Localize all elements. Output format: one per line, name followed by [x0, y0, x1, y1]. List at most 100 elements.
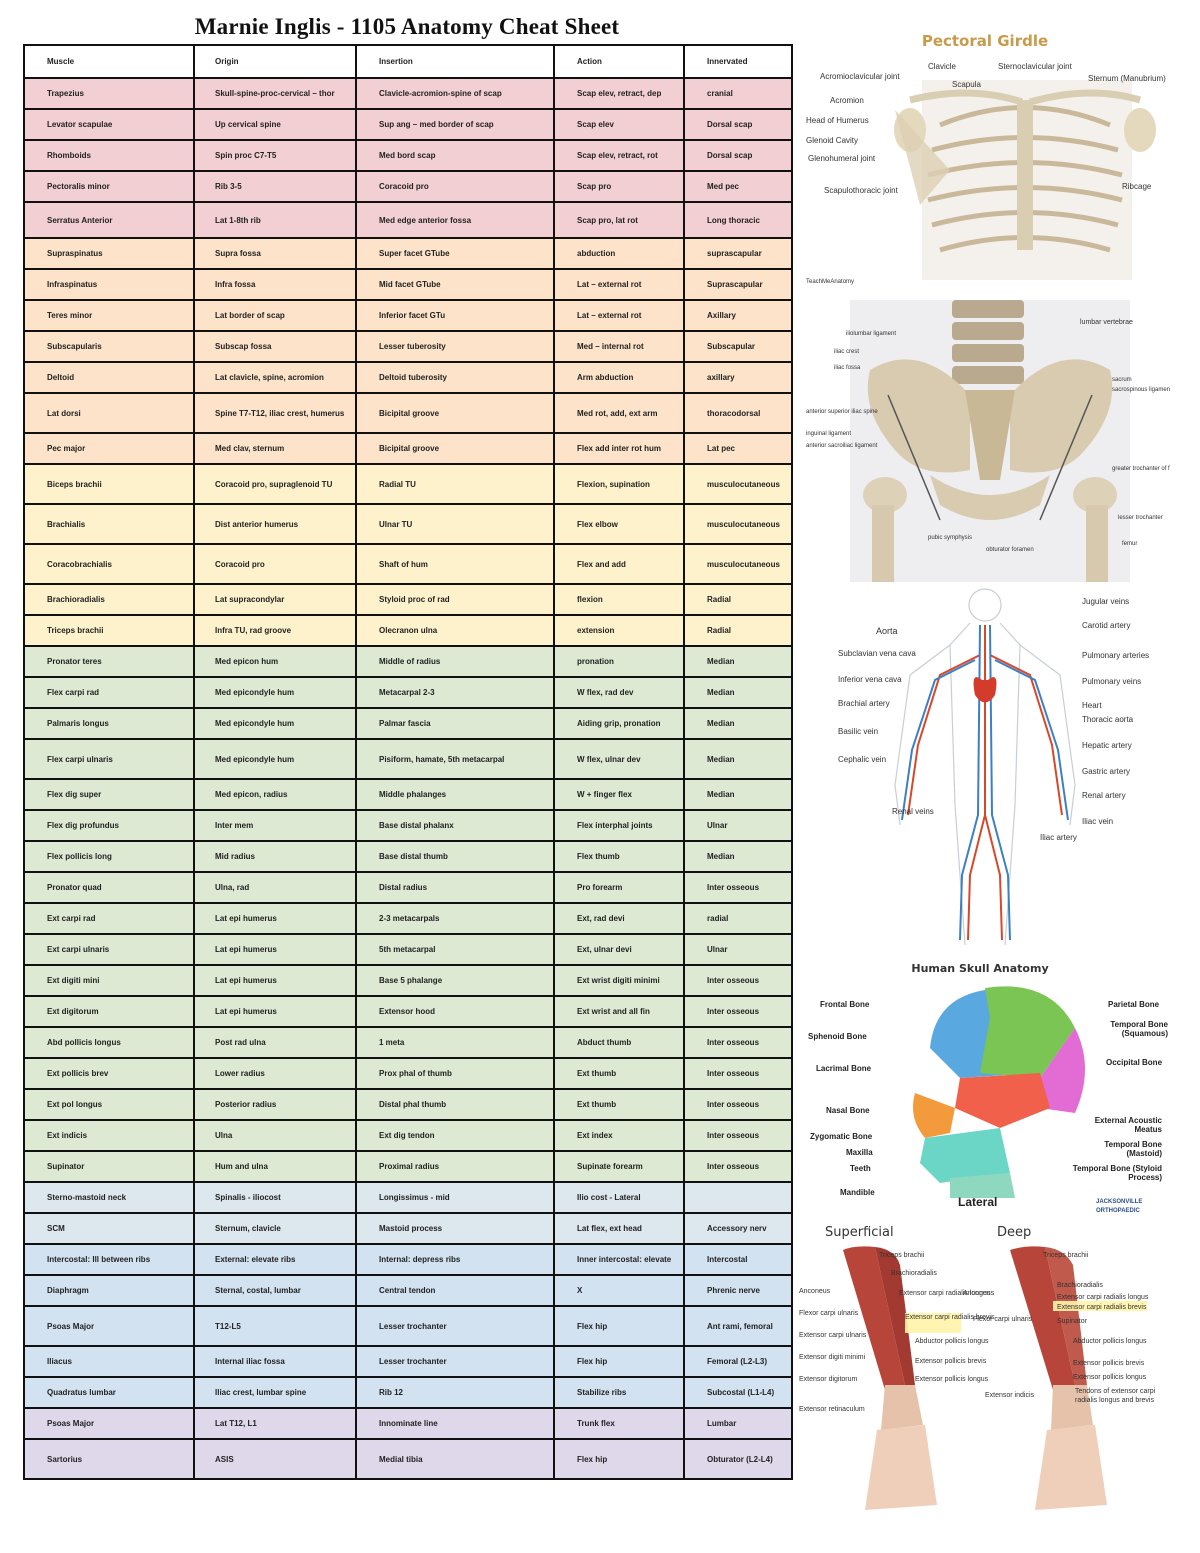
- pectoral-label: Clavicle: [928, 62, 957, 71]
- skull-label: Occipital Bone: [1106, 1058, 1163, 1067]
- cell-muscle: Diaphragm: [23, 1274, 195, 1307]
- cell-insertion: Middle of radius: [355, 645, 555, 678]
- cell-action: Flex thumb: [553, 840, 685, 873]
- cell-insertion: Base distal phalanx: [355, 809, 555, 842]
- cell-insertion: Metacarpal 2-3: [355, 676, 555, 709]
- cell-insertion: Pisiform, hamate, 5th metacarpal: [355, 738, 555, 780]
- pectoral-girdle-figure: Pectoral Girdle Acromioclavicular joint …: [800, 30, 1170, 292]
- cell-action: abduction: [553, 237, 685, 270]
- cell-muscle: Psoas Major: [23, 1407, 195, 1440]
- cell-innervated: Dorsal scap: [683, 139, 793, 172]
- cell-insertion: Palmar fascia: [355, 707, 555, 740]
- cell-insertion: 2-3 metacarpals: [355, 902, 555, 935]
- cell-origin: Inter mem: [193, 809, 357, 842]
- cell-innervated: musculocutaneous: [683, 463, 793, 505]
- cell-innervated: Obturator (L2-L4): [683, 1438, 793, 1480]
- skull-title: Human Skull Anatomy: [911, 962, 1049, 975]
- cell-action: Flex hip: [553, 1345, 685, 1378]
- cell-action: Flex add inter rot hum: [553, 432, 685, 465]
- circ-label: Cephalic vein: [838, 755, 887, 764]
- cell-muscle: Quadratus lumbar: [23, 1376, 195, 1409]
- pectoral-label: Head of Humerus: [806, 116, 869, 125]
- cell-insertion: Clavicle-acromion-spine of scap: [355, 77, 555, 110]
- cell-origin: External: elevate ribs: [193, 1243, 357, 1276]
- cell-insertion: Innominate line: [355, 1407, 555, 1440]
- cell-innervated: Accessory nerv: [683, 1212, 793, 1245]
- circ-label: Thoracic aorta: [1082, 715, 1134, 724]
- cell-muscle: Infraspinatus: [23, 268, 195, 301]
- cell-muscle: Subscapularis: [23, 330, 195, 363]
- pelvis-illustration: [850, 300, 1130, 582]
- cell-insertion: Mastoid process: [355, 1212, 555, 1245]
- cell-insertion: Ext dig tendon: [355, 1119, 555, 1152]
- cell-innervated: Median: [683, 738, 793, 780]
- circ-label: Heart: [1082, 701, 1102, 710]
- cell-action: Ilio cost - Lateral: [553, 1181, 685, 1214]
- cell-origin: Lat epi humerus: [193, 933, 357, 966]
- cell-origin: Hum and ulna: [193, 1150, 357, 1183]
- cell-muscle: Flex carpi ulnaris: [23, 738, 195, 780]
- pelvis-label: iliac crest: [834, 349, 860, 355]
- cell-muscle: SCM: [23, 1212, 195, 1245]
- cell-insertion: Lesser trochanter: [355, 1305, 555, 1347]
- header-muscle: Muscle: [23, 44, 195, 79]
- cell-origin: Spine T7-T12, iliac crest, humerus: [193, 392, 357, 434]
- cell-origin: Lat T12, L1: [193, 1407, 357, 1440]
- forearm-deep-title: Deep: [997, 1225, 1032, 1240]
- forearm-label-deep: Flexor carpi ulnaris: [973, 1316, 1033, 1323]
- cell-origin: Ulna, rad: [193, 871, 357, 904]
- cell-origin: Ulna: [193, 1119, 357, 1152]
- circ-label: Subclavian vena cava: [838, 649, 916, 658]
- cell-origin: Med epicondyle hum: [193, 707, 357, 740]
- cell-action: X: [553, 1274, 685, 1307]
- cell-insertion: Longissimus - mid: [355, 1181, 555, 1214]
- forearm-label-superficial: Extensor retinaculum: [799, 1406, 865, 1413]
- cell-insertion: Med edge anterior fossa: [355, 201, 555, 239]
- circ-label: Pulmonary arteries: [1082, 651, 1150, 660]
- cell-muscle: Trapezius: [23, 77, 195, 110]
- cell-action: W flex, rad dev: [553, 676, 685, 709]
- cell-insertion: Ulnar TU: [355, 503, 555, 545]
- skull-brand: JACKSONVILLE ORTHOPAEDIC: [1096, 1199, 1143, 1214]
- cell-action: Flex hip: [553, 1438, 685, 1480]
- pectoral-girdle-title: Pectoral Girdle: [921, 32, 1049, 50]
- cell-origin: Subscap fossa: [193, 330, 357, 363]
- pectoral-label: Acromion: [830, 96, 864, 105]
- forearm-label-superficial: Extensor carpi ulnaris: [799, 1332, 867, 1339]
- cell-origin: Rib 3-5: [193, 170, 357, 203]
- circ-label: Jugular veins: [1082, 597, 1130, 606]
- cell-origin: Posterior radius: [193, 1088, 357, 1121]
- cell-action: Scap pro, lat rot: [553, 201, 685, 239]
- cell-action: Arm abduction: [553, 361, 685, 394]
- cell-origin: Coracoid pro, supraglenoid TU: [193, 463, 357, 505]
- cell-action: Pro forearm: [553, 871, 685, 904]
- cell-action: Aiding grip, pronation: [553, 707, 685, 740]
- pectoral-girdle-illustration: [894, 80, 1156, 280]
- cell-innervated: Dorsal scap: [683, 108, 793, 141]
- skull-label: External Acoustic Meatus: [1094, 1116, 1162, 1134]
- cell-origin: Spinalis - iliocost: [193, 1181, 357, 1214]
- cell-innervated: Lat pec: [683, 432, 793, 465]
- circ-label: Basilic vein: [838, 727, 879, 736]
- header-action: Action: [553, 44, 685, 79]
- cell-innervated: Femoral (L2-L3): [683, 1345, 793, 1378]
- cell-action: Scap elev, retract, dep: [553, 77, 685, 110]
- cell-insertion: 5th metacarpal: [355, 933, 555, 966]
- cell-innervated: Median: [683, 707, 793, 740]
- cell-innervated: Intercostal: [683, 1243, 793, 1276]
- cell-innervated: suprascapular: [683, 237, 793, 270]
- cell-muscle: Levator scapulae: [23, 108, 195, 141]
